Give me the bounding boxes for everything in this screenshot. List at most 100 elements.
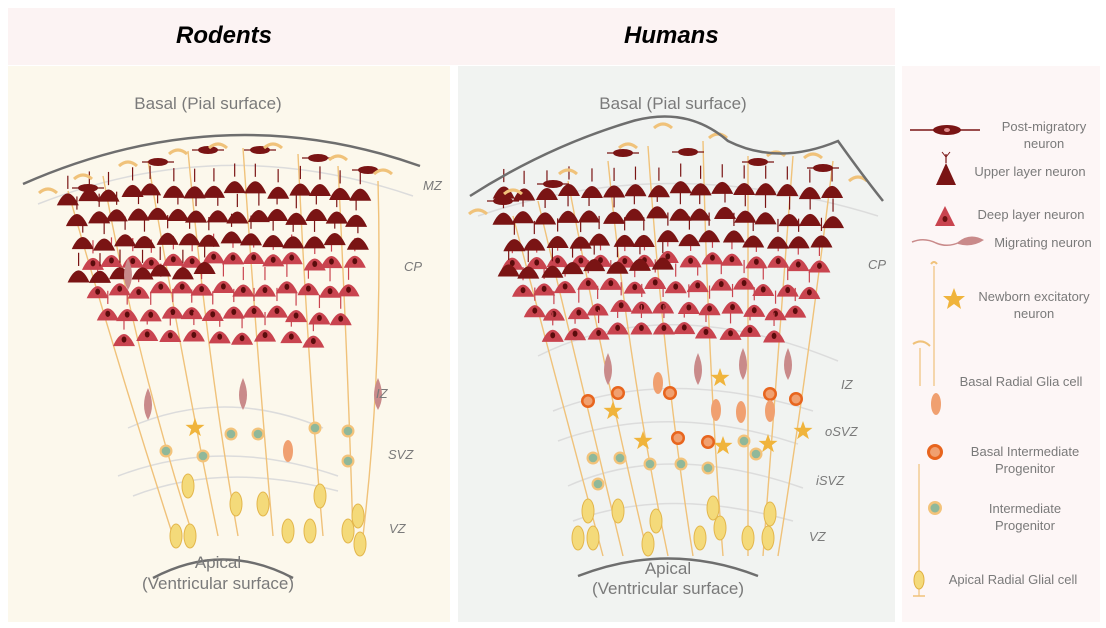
r-upper-neuron — [329, 188, 351, 200]
r-apical-radial-glia — [304, 519, 316, 543]
r-endfoot — [39, 189, 57, 193]
h-deep-neuron-nucleus — [639, 325, 644, 331]
h-apical-radial-glia — [764, 502, 776, 526]
r-upper-neuron — [266, 209, 288, 221]
r-upper-neuron — [267, 187, 289, 199]
r-post-migratory-neuron — [78, 184, 98, 192]
human-radial-fibers — [513, 141, 833, 556]
h-newborn-neuron — [634, 431, 653, 449]
human-zone-vz: VZ — [809, 529, 827, 544]
human-zone-cp: CP — [868, 257, 886, 272]
h-migrating-neuron — [604, 353, 612, 385]
h-deep-neuron-nucleus — [534, 259, 539, 265]
r-upper-neuron — [226, 211, 248, 223]
r-deep-neuron-nucleus — [211, 254, 216, 260]
r-apical-radial-glia — [342, 519, 354, 543]
r-deep-neuron-nucleus — [284, 284, 289, 290]
r-apical-radial-glia — [184, 524, 196, 548]
r-deep-neuron-nucleus — [312, 261, 317, 267]
h-endfoot — [654, 124, 672, 128]
legend-deep-layer: Deep layer neuron — [962, 206, 1100, 223]
r-deep-neuron-nucleus — [136, 289, 141, 295]
r-upper-neuron — [198, 235, 220, 247]
r-deep-neuron-nucleus — [352, 258, 357, 264]
h-deep-neuron-nucleus — [661, 304, 666, 310]
rodent-cells — [39, 144, 392, 556]
r-deep-neuron-nucleus — [125, 311, 130, 317]
r-deep-neuron-nucleus — [109, 257, 114, 263]
r-deep-neuron-nucleus — [289, 333, 294, 339]
rodent-cortex-panel: Basal (Pial surface) Apical (Ventricular… — [8, 66, 450, 622]
h-upper-neuron — [657, 230, 679, 242]
h-upper-neuron — [646, 206, 668, 218]
r-migrating-neuron — [239, 378, 247, 410]
r-deep-neuron-nucleus — [145, 331, 150, 337]
h-apical-radial-glia — [694, 526, 706, 550]
h-deep-neuron-nucleus — [619, 302, 624, 308]
r-deep-neuron-nucleus — [217, 334, 222, 340]
h-upper-neuron — [711, 182, 733, 194]
r-apical-radial-glia — [182, 474, 194, 498]
r-intermediate-progenitor — [254, 430, 263, 439]
humans-title: Humans — [624, 22, 719, 50]
h-deep-neuron-nucleus — [793, 308, 798, 314]
r-deep-neuron-nucleus — [95, 289, 100, 295]
h-deep-neuron-nucleus — [817, 263, 822, 269]
human-apical-label: Apical — [645, 559, 691, 578]
r-upper-neuron — [324, 233, 346, 245]
h-deep-neuron-nucleus — [653, 279, 658, 285]
h-upper-neuron — [624, 184, 646, 196]
r-deep-neuron-nucleus — [171, 256, 176, 262]
h-intermediate-progenitor — [752, 450, 761, 459]
h-apical-radial-glia — [742, 526, 754, 550]
r-upper-neuron — [185, 211, 207, 223]
migrating-neuron-icon — [912, 236, 984, 245]
h-deep-neuron-nucleus — [573, 331, 578, 337]
r-upper-neuron — [133, 236, 155, 248]
h-basal-radial-glia — [765, 400, 775, 422]
rodent-zone-svz: SVZ — [388, 447, 414, 462]
h-post-migratory-neuron — [613, 149, 633, 157]
r-deep-neuron-nucleus — [328, 288, 333, 294]
h-deep-neuron-nucleus — [730, 304, 735, 310]
h-migrating-neuron — [784, 348, 792, 380]
h-basal-intermediate-progenitor — [666, 389, 675, 398]
human-cells — [469, 124, 867, 556]
h-upper-neuron — [623, 209, 645, 221]
h-migrating-neuron — [739, 348, 747, 380]
h-basal-radial-glia — [653, 372, 663, 394]
human-zone-iz: IZ — [841, 377, 854, 392]
title-band — [8, 8, 895, 65]
r-apical-radial-glia — [352, 504, 364, 528]
h-basal-radial-glia — [736, 401, 746, 423]
h-deep-neuron-nucleus — [728, 330, 733, 336]
r-deep-neuron-nucleus — [117, 286, 122, 292]
h-upper-neuron — [821, 186, 843, 198]
r-deep-neuron-nucleus — [263, 287, 268, 293]
r-upper-neuron — [262, 235, 284, 247]
r-deep-neuron-nucleus — [263, 332, 268, 338]
r-deep-neuron-nucleus — [91, 260, 96, 266]
h-deep-neuron-nucleus — [707, 306, 712, 312]
basal-radial-glia-icon — [913, 341, 941, 415]
h-deep-neuron-nucleus — [719, 281, 724, 287]
r-upper-neuron — [285, 213, 307, 225]
r-endfoot — [329, 156, 347, 160]
h-apical-radial-glia — [572, 526, 584, 550]
h-deep-neuron-nucleus — [807, 289, 812, 295]
r-apical-radial-glia — [257, 492, 269, 516]
r-upper-neuron — [309, 184, 331, 196]
h-deep-neuron-nucleus — [665, 253, 670, 259]
h-post-migratory-neuron — [493, 197, 513, 205]
r-upper-neuron — [207, 210, 229, 222]
h-deep-neuron-nucleus — [622, 258, 627, 264]
r-intermediate-progenitor — [162, 447, 171, 456]
legend-panel: Post-migratoryneuron Upper layer neuron … — [902, 66, 1100, 622]
h-deep-neuron-nucleus — [673, 284, 678, 290]
r-intermediate-progenitor — [344, 427, 353, 436]
r-upper-neuron — [147, 208, 169, 220]
h-upper-neuron — [603, 212, 625, 224]
h-deep-neuron-nucleus — [710, 255, 715, 261]
rodent-zone-iz: IZ — [376, 386, 389, 401]
r-deep-neuron-nucleus — [158, 284, 163, 290]
